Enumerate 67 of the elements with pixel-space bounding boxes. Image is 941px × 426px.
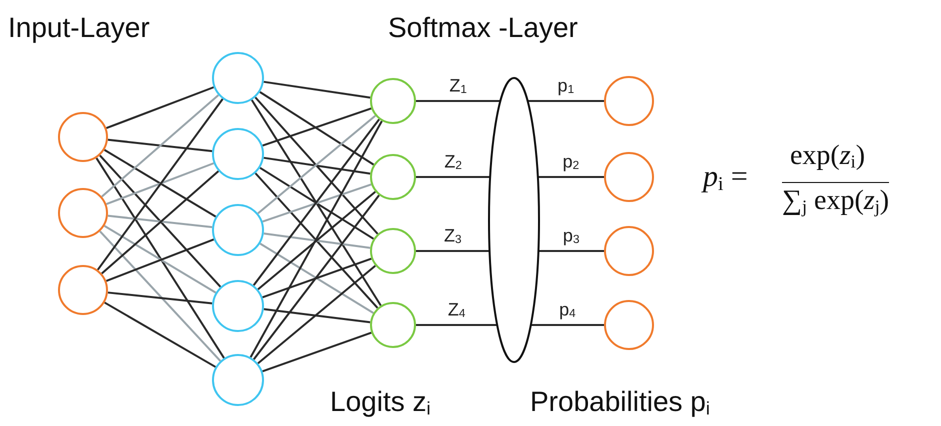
- connector-line: [252, 118, 380, 286]
- neuron-circle: [370, 78, 416, 124]
- neuron-circle: [370, 228, 416, 274]
- connector-line: [252, 194, 380, 360]
- connector-line: [96, 158, 225, 359]
- connector-line: [262, 184, 372, 223]
- connector-line: [264, 232, 370, 249]
- connector-line: [538, 250, 604, 252]
- layer-caption: Input-Layer: [8, 12, 150, 44]
- neuron-circle: [212, 204, 264, 256]
- connector-line: [262, 332, 372, 372]
- connector-line: [262, 258, 372, 298]
- connector-line: [416, 100, 500, 102]
- connector-line: [416, 250, 490, 252]
- neuron-circle: [604, 76, 654, 126]
- connector-line: [104, 225, 216, 294]
- formula-text: ∑$_{j}$ exp(z$_{j}$): [782, 182, 890, 218]
- connector-line: [99, 230, 222, 362]
- connector-line: [257, 264, 376, 364]
- connector-line: [528, 100, 604, 102]
- connector-line: [250, 100, 382, 306]
- connector-line: [108, 292, 212, 304]
- connector-line: [538, 176, 604, 178]
- connector-line: [259, 91, 374, 166]
- neuron-circle: [212, 52, 264, 104]
- neuron-circle: [58, 188, 108, 238]
- neuron-circle: [370, 154, 416, 200]
- connector-line: [416, 176, 490, 178]
- connector-line: [260, 166, 374, 240]
- neuron-circle: [212, 280, 264, 332]
- layer-caption: Logits z$_{i}$: [330, 386, 431, 420]
- connector-line: [416, 324, 498, 326]
- neuron-circle: [58, 112, 108, 162]
- connector-line: [108, 138, 212, 152]
- connector-line: [257, 190, 376, 290]
- connector-line: [530, 324, 604, 326]
- formula-text: exp(z$_{i}$): [790, 140, 866, 173]
- neuron-circle: [604, 226, 654, 276]
- connector-line: [106, 238, 214, 282]
- connector-line: [104, 149, 216, 218]
- connector-line: [264, 80, 370, 99]
- neuron-circle: [212, 354, 264, 406]
- connector-line: [106, 162, 214, 206]
- neuron-circle: [212, 128, 264, 180]
- connector-line: [96, 98, 224, 270]
- connector-line: [106, 86, 214, 130]
- connector-line: [254, 96, 378, 235]
- connector-line: [101, 170, 220, 274]
- connector-line: [250, 120, 383, 358]
- connector-line: [264, 308, 370, 324]
- connector-line: [262, 108, 372, 147]
- connector-line: [99, 154, 222, 288]
- neuron-circle: [604, 300, 654, 350]
- connector-line: [104, 302, 216, 368]
- connector-line: [101, 94, 220, 198]
- neuron-circle: [58, 265, 108, 315]
- layer-caption: Probabilities p$_{i}$: [530, 386, 710, 420]
- connector-line: [254, 172, 378, 309]
- connector-line: [264, 156, 370, 175]
- connector-line: [257, 114, 376, 214]
- formula-text: p$_{i}$ =: [703, 160, 748, 196]
- connector-line: [108, 214, 212, 228]
- softmax-ellipse: [488, 77, 540, 363]
- connector-line: [260, 242, 374, 314]
- layer-caption: Softmax -Layer: [388, 12, 578, 44]
- neuron-circle: [604, 152, 654, 202]
- neuron-circle: [370, 302, 416, 348]
